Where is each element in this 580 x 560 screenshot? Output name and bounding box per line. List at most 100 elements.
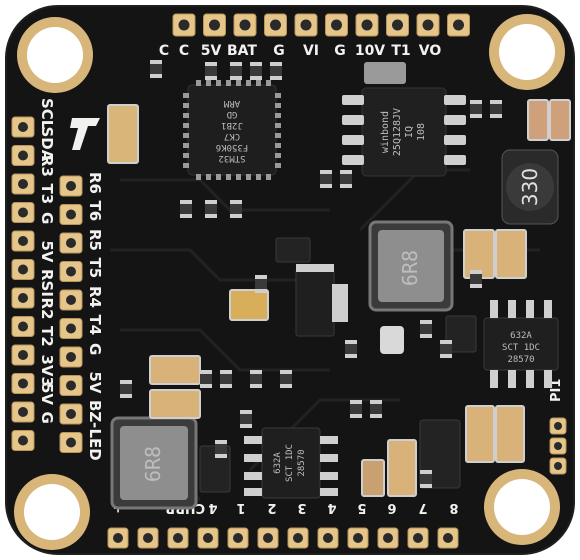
inner-label: R4 — [86, 286, 104, 308]
regulator-right-line-2: SCT 1DC — [502, 343, 540, 353]
mcu-marking: CK7 — [224, 131, 240, 141]
resistor — [250, 370, 262, 388]
top-label: C — [159, 43, 169, 59]
capacitor — [549, 99, 571, 141]
inductor-left-code: 6R8 — [141, 446, 165, 482]
resistor — [205, 62, 217, 80]
resistor — [420, 320, 432, 338]
regulator-bottom-line-1: 632A — [273, 452, 283, 474]
left-label: 5V — [38, 383, 56, 405]
capacitor — [465, 405, 495, 463]
small-chip-right — [445, 315, 477, 353]
bottom-label: 3 — [297, 500, 306, 515]
regulator-bottom: 632A SCT 1DC 28570 — [244, 427, 338, 499]
resistor — [150, 60, 162, 78]
resistor — [440, 340, 452, 358]
bottom-label: 1 — [236, 500, 245, 515]
resistor — [345, 340, 357, 358]
bottom-label: 2 — [267, 500, 276, 515]
capacitor — [495, 405, 525, 463]
resistor — [350, 400, 362, 418]
left-solder-pads — [11, 116, 35, 451]
inductor-left: 6R8 — [110, 416, 198, 510]
resistor — [370, 400, 382, 418]
capacitor — [361, 459, 385, 497]
inner-label: BZ- — [86, 400, 104, 428]
pressure-sensor — [380, 326, 404, 354]
bottom-solder-pads — [107, 527, 459, 549]
resistor — [250, 62, 262, 80]
resistor — [340, 170, 352, 188]
inner-label: T4 — [86, 315, 104, 336]
flash-marking: 25Q128JV — [392, 108, 403, 156]
resistor — [230, 62, 242, 80]
mcu-marking: ARM — [223, 98, 240, 108]
top-label: G — [273, 43, 285, 59]
resistor — [220, 370, 232, 388]
capacitor — [229, 289, 269, 321]
bottom-label: 7 — [418, 500, 427, 515]
resistor — [490, 100, 502, 118]
capacitor — [527, 99, 549, 141]
transistor — [295, 264, 348, 337]
inner-label: R5 — [86, 229, 104, 251]
left-label: T2 — [38, 326, 56, 347]
resistor — [240, 410, 252, 428]
resistor — [230, 200, 242, 218]
capacitor — [149, 389, 201, 419]
top-label: G — [334, 43, 346, 59]
bottom-label: 8 — [449, 500, 458, 515]
resistor — [470, 270, 482, 288]
top-label: T1 — [391, 43, 410, 59]
resistor — [255, 275, 267, 293]
small-chip-center — [275, 237, 311, 263]
flash-marking: IQ — [404, 126, 415, 138]
left-label: RSI — [38, 269, 56, 297]
capacitor-code: 330 — [518, 168, 542, 206]
resistor — [280, 370, 292, 388]
inner-column-labels: R6T6R5T5R4T4G5VBZ-LED — [86, 172, 104, 461]
resistor — [270, 62, 282, 80]
left-label: T3 — [38, 184, 56, 205]
top-label: VI — [303, 43, 319, 59]
capacitor — [495, 229, 527, 279]
side-label-pi1: PI1 — [549, 379, 564, 402]
passive-components — [107, 60, 571, 497]
regulator-right: 632A SCT 1DC 28570 — [483, 300, 559, 388]
inner-label: T6 — [86, 201, 104, 222]
bottom-label: 4 — [327, 500, 336, 515]
capacitor — [107, 104, 139, 164]
inner-label: R6 — [86, 172, 104, 194]
resistor — [200, 370, 212, 388]
left-label: SCL — [38, 98, 56, 130]
bottom-label: 6 — [387, 500, 396, 515]
mcu-marking: F350K6 — [216, 142, 249, 152]
capacitor — [387, 439, 417, 497]
sensor-chip-small — [364, 62, 406, 84]
left-label: R2 — [38, 298, 56, 320]
mcu-marking: GD — [227, 109, 238, 119]
capacitor-330: 330 — [501, 149, 559, 225]
top-solder-pads — [172, 13, 470, 37]
resistor — [215, 440, 227, 458]
resistor — [120, 380, 132, 398]
mounting-holes — [14, 14, 565, 550]
mcu-marking: STM32 — [218, 153, 245, 163]
top-label: 10V — [355, 43, 385, 59]
left-label: G — [38, 212, 56, 224]
capacitor — [149, 355, 201, 385]
mcu-marking: J2B1 — [221, 120, 243, 130]
regulator-bottom-line-2: SCT 1DC — [285, 444, 295, 482]
left-label: SDA — [38, 127, 56, 162]
bottom-label: 4 — [208, 500, 217, 515]
resistor — [320, 170, 332, 188]
left-label: R3 — [38, 155, 56, 177]
regulator-bottom-line-3: 28570 — [297, 449, 307, 476]
left-column-labels: SCLSDAR3T3G5VRSIR2T23V35VG — [38, 98, 56, 424]
left-label: 3V3 — [38, 355, 56, 387]
left-silkscreen-labels: SCLSDAR3T3G5VRSIR2T23V35VG — [38, 98, 56, 424]
